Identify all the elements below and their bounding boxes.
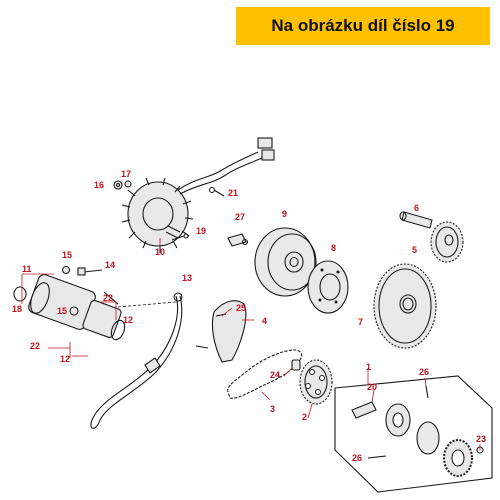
callout-leaders — [21, 238, 481, 450]
callout-15a: 15 — [62, 250, 72, 260]
flywheel-rotor — [254, 227, 317, 297]
callout-12a: 12 — [123, 315, 133, 325]
callout-23: 23 — [476, 434, 486, 444]
callout-17: 17 — [121, 169, 131, 179]
starter-clutch — [307, 260, 349, 314]
callout-12b: 12 — [60, 354, 70, 364]
callout-27: 27 — [235, 212, 245, 222]
small-fasteners — [113, 180, 249, 247]
mounting-bolts — [61, 265, 119, 316]
callout-7: 7 — [358, 317, 363, 327]
starter-motor — [13, 274, 126, 341]
callout-labels: 1 2 3 4 5 6 7 8 9 10 11 12 12 13 14 15 1… — [12, 169, 486, 463]
starter-clutch-assembly-box — [334, 375, 493, 493]
callout-9: 9 — [282, 209, 287, 219]
reduction-gear — [430, 221, 464, 263]
callout-5: 5 — [412, 245, 417, 255]
callout-19: 19 — [196, 226, 206, 236]
starter-driven-gear — [373, 263, 437, 349]
callout-18: 18 — [12, 304, 22, 314]
callout-3: 3 — [270, 404, 275, 414]
callout-15b: 15 — [57, 306, 67, 316]
cam-sprocket — [291, 359, 333, 405]
callout-16: 16 — [94, 180, 104, 190]
callout-22a: 22 — [103, 293, 113, 303]
callout-14: 14 — [105, 260, 115, 270]
part-number-banner: Na obrázku díl číslo 19 — [236, 7, 490, 45]
callout-10: 10 — [155, 247, 165, 257]
callout-20: 20 — [367, 382, 377, 392]
callout-11: 11 — [22, 264, 32, 274]
callout-1: 1 — [366, 362, 371, 372]
callout-21: 21 — [228, 188, 238, 198]
callout-22b: 22 — [30, 341, 40, 351]
callout-26a: 26 — [419, 367, 429, 377]
stator-coil — [121, 137, 275, 253]
callout-6: 6 — [414, 203, 419, 213]
callout-26b: 26 — [352, 453, 362, 463]
chain-cover — [195, 300, 247, 363]
callout-4: 4 — [262, 316, 267, 326]
callout-2: 2 — [302, 412, 307, 422]
gear-shaft — [399, 211, 433, 229]
callout-13: 13 — [182, 273, 192, 283]
callout-8: 8 — [331, 243, 336, 253]
callout-25: 25 — [236, 303, 246, 313]
timing-chain — [227, 349, 303, 399]
starter-cable — [90, 292, 183, 429]
callout-24: 24 — [270, 370, 280, 380]
